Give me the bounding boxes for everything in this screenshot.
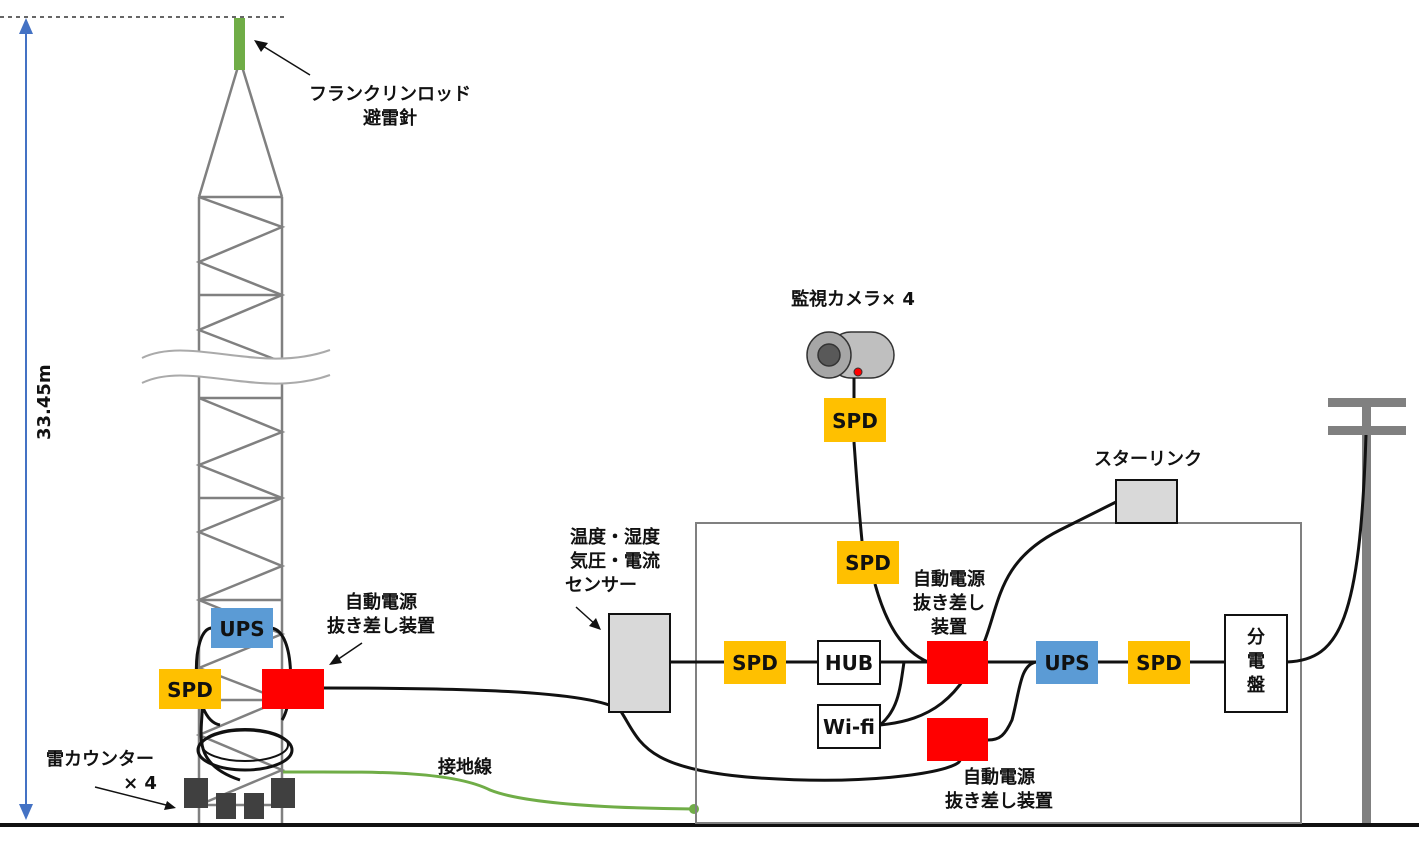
tower-break-mark — [141, 349, 331, 385]
panel-label-line2: 電 — [1247, 651, 1265, 672]
tower-auto-label-line1: 自動電源 — [345, 591, 417, 613]
wifi-box — [817, 704, 881, 749]
camera-spd-mid — [837, 541, 899, 584]
camera-label: 監視カメラ× 4 — [791, 288, 915, 310]
auto-bottom-label-line2: 抜き差し装置 — [945, 790, 1053, 812]
panel-label-line3: 盤 — [1247, 674, 1266, 696]
sensor-spd — [724, 641, 786, 684]
hub-label: HUB — [825, 651, 873, 675]
tower-spd-label: SPD — [167, 678, 213, 702]
sensor-box — [608, 613, 671, 713]
height-label: 33.45m — [34, 364, 55, 440]
rod-pointer-arrow — [257, 42, 311, 76]
wifi-label: Wi-fi — [823, 715, 875, 739]
tower-ups — [211, 608, 273, 648]
counter-label-line1: 雷カウンター — [46, 749, 154, 770]
camera-spd-mid-label: SPD — [845, 551, 891, 575]
equipment-building — [695, 522, 1302, 824]
building-auto-device-bottom — [927, 718, 988, 761]
surveillance-camera-icon — [806, 331, 895, 379]
tower-spd — [159, 669, 221, 709]
auto-bottom-label-line1: 自動電源 — [963, 766, 1035, 788]
auto-top-label-line3: 装置 — [931, 616, 967, 638]
counter-label-line2: × 4 — [123, 773, 157, 794]
auto-top-label-line1: 自動電源 — [913, 568, 985, 590]
building-ups-label: UPS — [1044, 651, 1089, 675]
starlink-label: スターリンク — [1094, 449, 1202, 470]
auto-top-label-line2: 抜き差し — [913, 592, 985, 614]
sensor-label-line2: 気圧・電流 — [570, 550, 660, 572]
tower-auto-device — [262, 669, 324, 709]
camera-spd-top-label: SPD — [832, 409, 878, 433]
panel-spd-label: SPD — [1136, 651, 1182, 675]
ground-wire — [282, 770, 695, 811]
distribution-panel — [1224, 614, 1288, 713]
building-auto-device-top — [927, 641, 988, 684]
rod-label-line2: 避雷針 — [363, 107, 417, 129]
camera-spd-top — [824, 398, 886, 442]
utility-pole — [1328, 398, 1406, 823]
tower-to-building-cable — [323, 686, 962, 782]
tower-auto-label-line2: 抜き差し装置 — [327, 615, 435, 637]
cable-coil — [196, 728, 294, 772]
panel-spd — [1128, 641, 1190, 684]
sensor-spd-label: SPD — [732, 651, 778, 675]
starlink-box — [1115, 479, 1178, 524]
height-dimension: 33.45m — [0, 16, 288, 820]
rod-label-line1: フランクリンロッド — [309, 84, 471, 105]
hub-box — [817, 640, 881, 685]
tower-ups-label: UPS — [219, 617, 264, 641]
sensor-label-line1: 温度・湿度 — [570, 526, 661, 548]
sensor-label-line3: センサー — [565, 575, 637, 596]
ground-wire-label: 接地線 — [438, 756, 492, 778]
building-ups — [1036, 641, 1098, 684]
building-cables — [670, 378, 1368, 742]
lightning-rod — [234, 18, 245, 70]
lightning-counters — [184, 778, 295, 819]
panel-label-line1: 分 — [1247, 627, 1265, 648]
